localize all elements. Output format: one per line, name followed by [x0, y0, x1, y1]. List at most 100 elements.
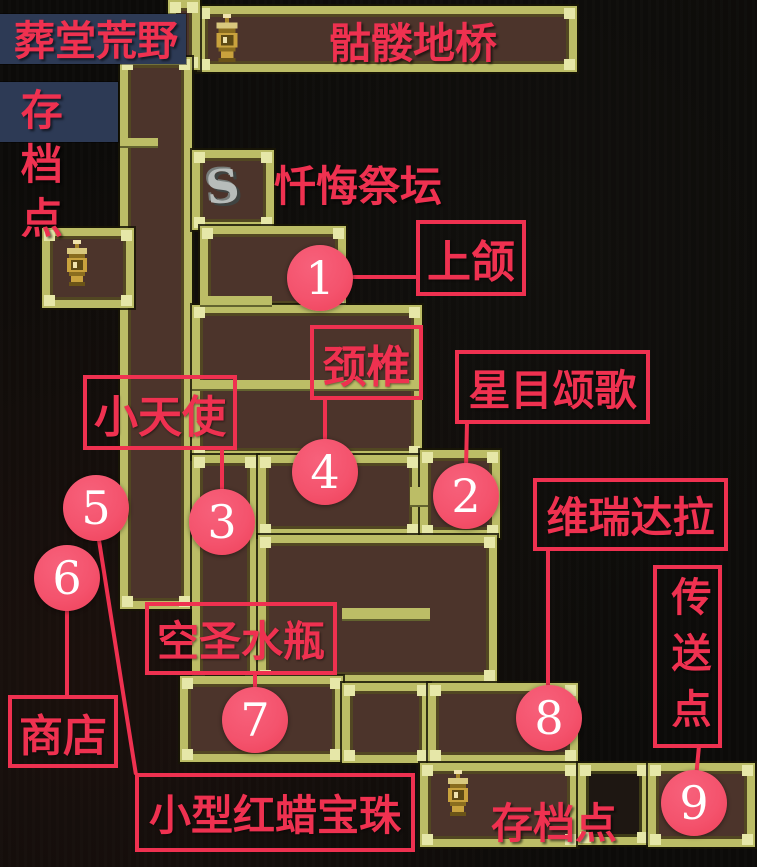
- room-corner-bracket: [187, 57, 198, 68]
- label-box-shop: 商店: [8, 695, 118, 768]
- room-corner-bracket: [122, 59, 133, 70]
- room-corner-bracket: [565, 750, 576, 761]
- room-corner-bracket: [487, 525, 498, 536]
- room-corner-bracket: [44, 295, 55, 306]
- label-box-star-canticle: 星目颂歌: [455, 350, 650, 424]
- room-corner-bracket: [417, 750, 428, 761]
- marker-circle-1: 1: [287, 245, 353, 311]
- marker-circle-7: 7: [222, 687, 288, 753]
- marker-circle-8: 8: [516, 685, 582, 751]
- marker-circle-2: 2: [433, 463, 499, 529]
- room-corner-bracket: [422, 765, 433, 776]
- room-corner-bracket: [565, 765, 576, 776]
- map-ledge: [200, 296, 272, 307]
- region-title: 葬堂荒野: [14, 18, 178, 64]
- room-corner-bracket: [194, 446, 205, 457]
- map-room-save-left: [42, 228, 134, 308]
- room-corner-bracket: [333, 228, 344, 239]
- lantern-icon: [442, 768, 474, 820]
- room-corner-bracket: [422, 452, 433, 463]
- room-corner-bracket: [44, 230, 55, 241]
- room-corner-bracket: [565, 834, 576, 845]
- altar-label: 忏悔祭坛: [274, 163, 443, 210]
- room-corner-bracket: [330, 749, 341, 760]
- map-room-bridge: [197, 6, 577, 72]
- room-corner-bracket: [742, 834, 753, 845]
- room-corner-bracket: [417, 685, 428, 696]
- save-label-panel: [0, 82, 118, 142]
- room-corner-bracket: [121, 230, 132, 241]
- room-corner-bracket: [330, 678, 341, 689]
- room-corner-bracket: [580, 832, 591, 843]
- room-corner-bracket: [407, 524, 418, 535]
- marker-circle-6: 6: [34, 545, 100, 611]
- leader-line: [65, 608, 69, 697]
- map-room-save-bottom: [420, 763, 578, 847]
- marker-circle-9: 9: [661, 770, 727, 836]
- map-room-lower-mid: [342, 683, 430, 763]
- room-corner-bracket: [182, 678, 193, 689]
- marker-circle-3: 3: [189, 489, 255, 555]
- room-corner-bracket: [637, 832, 648, 843]
- room-corner-bracket: [344, 750, 355, 761]
- room-corner-bracket: [484, 670, 495, 681]
- save-point-label-left: 存档点: [15, 88, 63, 250]
- room-corner-bracket: [565, 685, 576, 696]
- room-corner-bracket: [194, 457, 205, 468]
- label-box-verdiales: 维瑞达拉: [533, 478, 728, 551]
- map-ledge: [120, 138, 158, 148]
- room-corner-bracket: [409, 307, 420, 318]
- room-corner-bracket: [564, 59, 575, 70]
- room-corner-bracket: [260, 457, 271, 468]
- room-corner-bracket: [344, 685, 355, 696]
- room-corner-bracket: [170, 2, 181, 13]
- room-corner-bracket: [179, 596, 190, 607]
- room-corner-bracket: [484, 537, 495, 548]
- marker-circle-4: 4: [292, 439, 358, 505]
- room-corner-bracket: [580, 765, 591, 776]
- room-corner-bracket: [194, 152, 205, 163]
- map-ledge: [410, 487, 428, 507]
- snake-icon: [206, 160, 250, 216]
- room-corner-bracket: [422, 525, 433, 536]
- room-corner-bracket: [650, 765, 661, 776]
- map-room-dark-passage: [578, 763, 650, 845]
- room-corner-bracket: [199, 59, 210, 70]
- room-corner-bracket: [182, 749, 193, 760]
- marker-circle-5: 5: [63, 475, 129, 541]
- room-corner-bracket: [261, 217, 272, 228]
- label-box-teleport: 传送点: [653, 565, 722, 748]
- leader-line: [352, 275, 417, 279]
- map-ledge: [192, 380, 422, 391]
- room-corner-bracket: [245, 457, 256, 468]
- label-box-cherub: 小天使: [83, 375, 237, 450]
- save-point-label-bottom: 存档点: [491, 800, 618, 847]
- region-title-panel: [0, 14, 186, 64]
- room-corner-bracket: [179, 59, 190, 70]
- label-box-upper-jaw: 上颌: [416, 220, 526, 296]
- lantern-icon: [210, 14, 244, 64]
- label-box-cervical: 颈椎: [310, 325, 423, 400]
- room-corner-bracket: [194, 217, 205, 228]
- room-corner-bracket: [409, 446, 420, 457]
- room-corner-bracket: [194, 307, 205, 318]
- lantern-icon: [61, 238, 93, 290]
- room-corner-bracket: [260, 670, 271, 681]
- label-box-empty-flask: 空圣水瓶: [145, 602, 337, 675]
- room-corner-bracket: [422, 834, 433, 845]
- room-corner-bracket: [121, 295, 132, 306]
- room-corner-bracket: [487, 452, 498, 463]
- leader-line: [546, 549, 550, 692]
- room-corner-bracket: [637, 765, 648, 776]
- bridge-label: 骷髅地桥: [329, 20, 498, 67]
- room-corner-bracket: [260, 524, 271, 535]
- room-corner-bracket: [122, 596, 133, 607]
- room-corner-bracket: [650, 834, 661, 845]
- room-corner-bracket: [202, 228, 213, 239]
- room-corner-bracket: [261, 152, 272, 163]
- room-corner-bracket: [260, 537, 271, 548]
- room-corner-bracket: [430, 685, 441, 696]
- room-corner-bracket: [187, 2, 198, 13]
- room-corner-bracket: [407, 457, 418, 468]
